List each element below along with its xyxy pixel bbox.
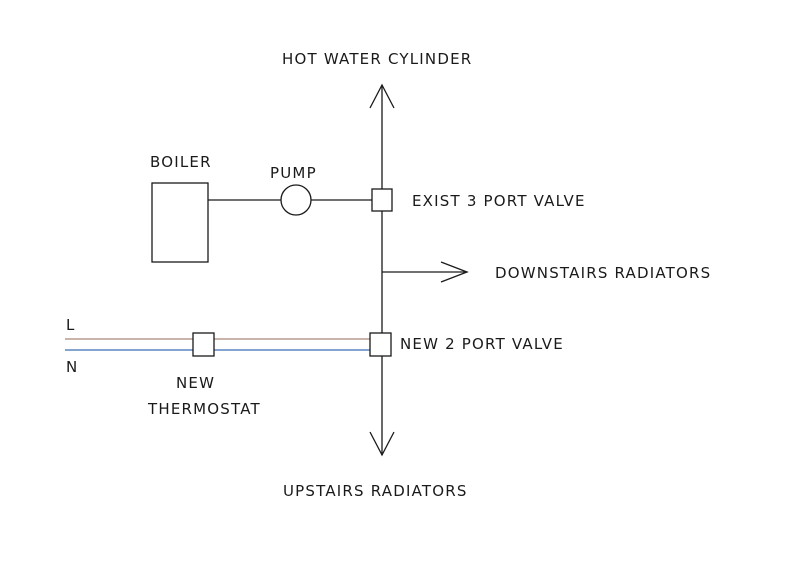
boiler-box — [151, 182, 209, 263]
two-port-valve-box — [369, 332, 392, 357]
arrow-right-icon — [440, 261, 469, 283]
arrow-down-icon — [369, 431, 395, 457]
label-boiler: BOILER — [150, 153, 212, 171]
label-new-thermostat-line2: THERMOSTAT — [147, 400, 261, 418]
label-neutral: N — [66, 358, 78, 376]
pump-icon — [280, 184, 312, 216]
three-port-valve-box — [371, 188, 393, 212]
label-exist-3-port-valve: EXIST 3 PORT VALVE — [412, 192, 586, 210]
thermostat-box — [192, 332, 215, 357]
label-upstairs-radiators: UPSTAIRS RADIATORS — [283, 482, 468, 500]
label-hot-water-cylinder: HOT WATER CYLINDER — [282, 50, 472, 68]
label-new-thermostat-line1: NEW — [176, 374, 215, 392]
label-downstairs-radiators: DOWNSTAIRS RADIATORS — [495, 264, 711, 282]
label-new-2-port-valve: NEW 2 PORT VALVE — [400, 335, 564, 353]
label-pump: PUMP — [270, 164, 317, 182]
label-live: L — [66, 316, 76, 334]
arrow-up-icon — [369, 83, 395, 109]
